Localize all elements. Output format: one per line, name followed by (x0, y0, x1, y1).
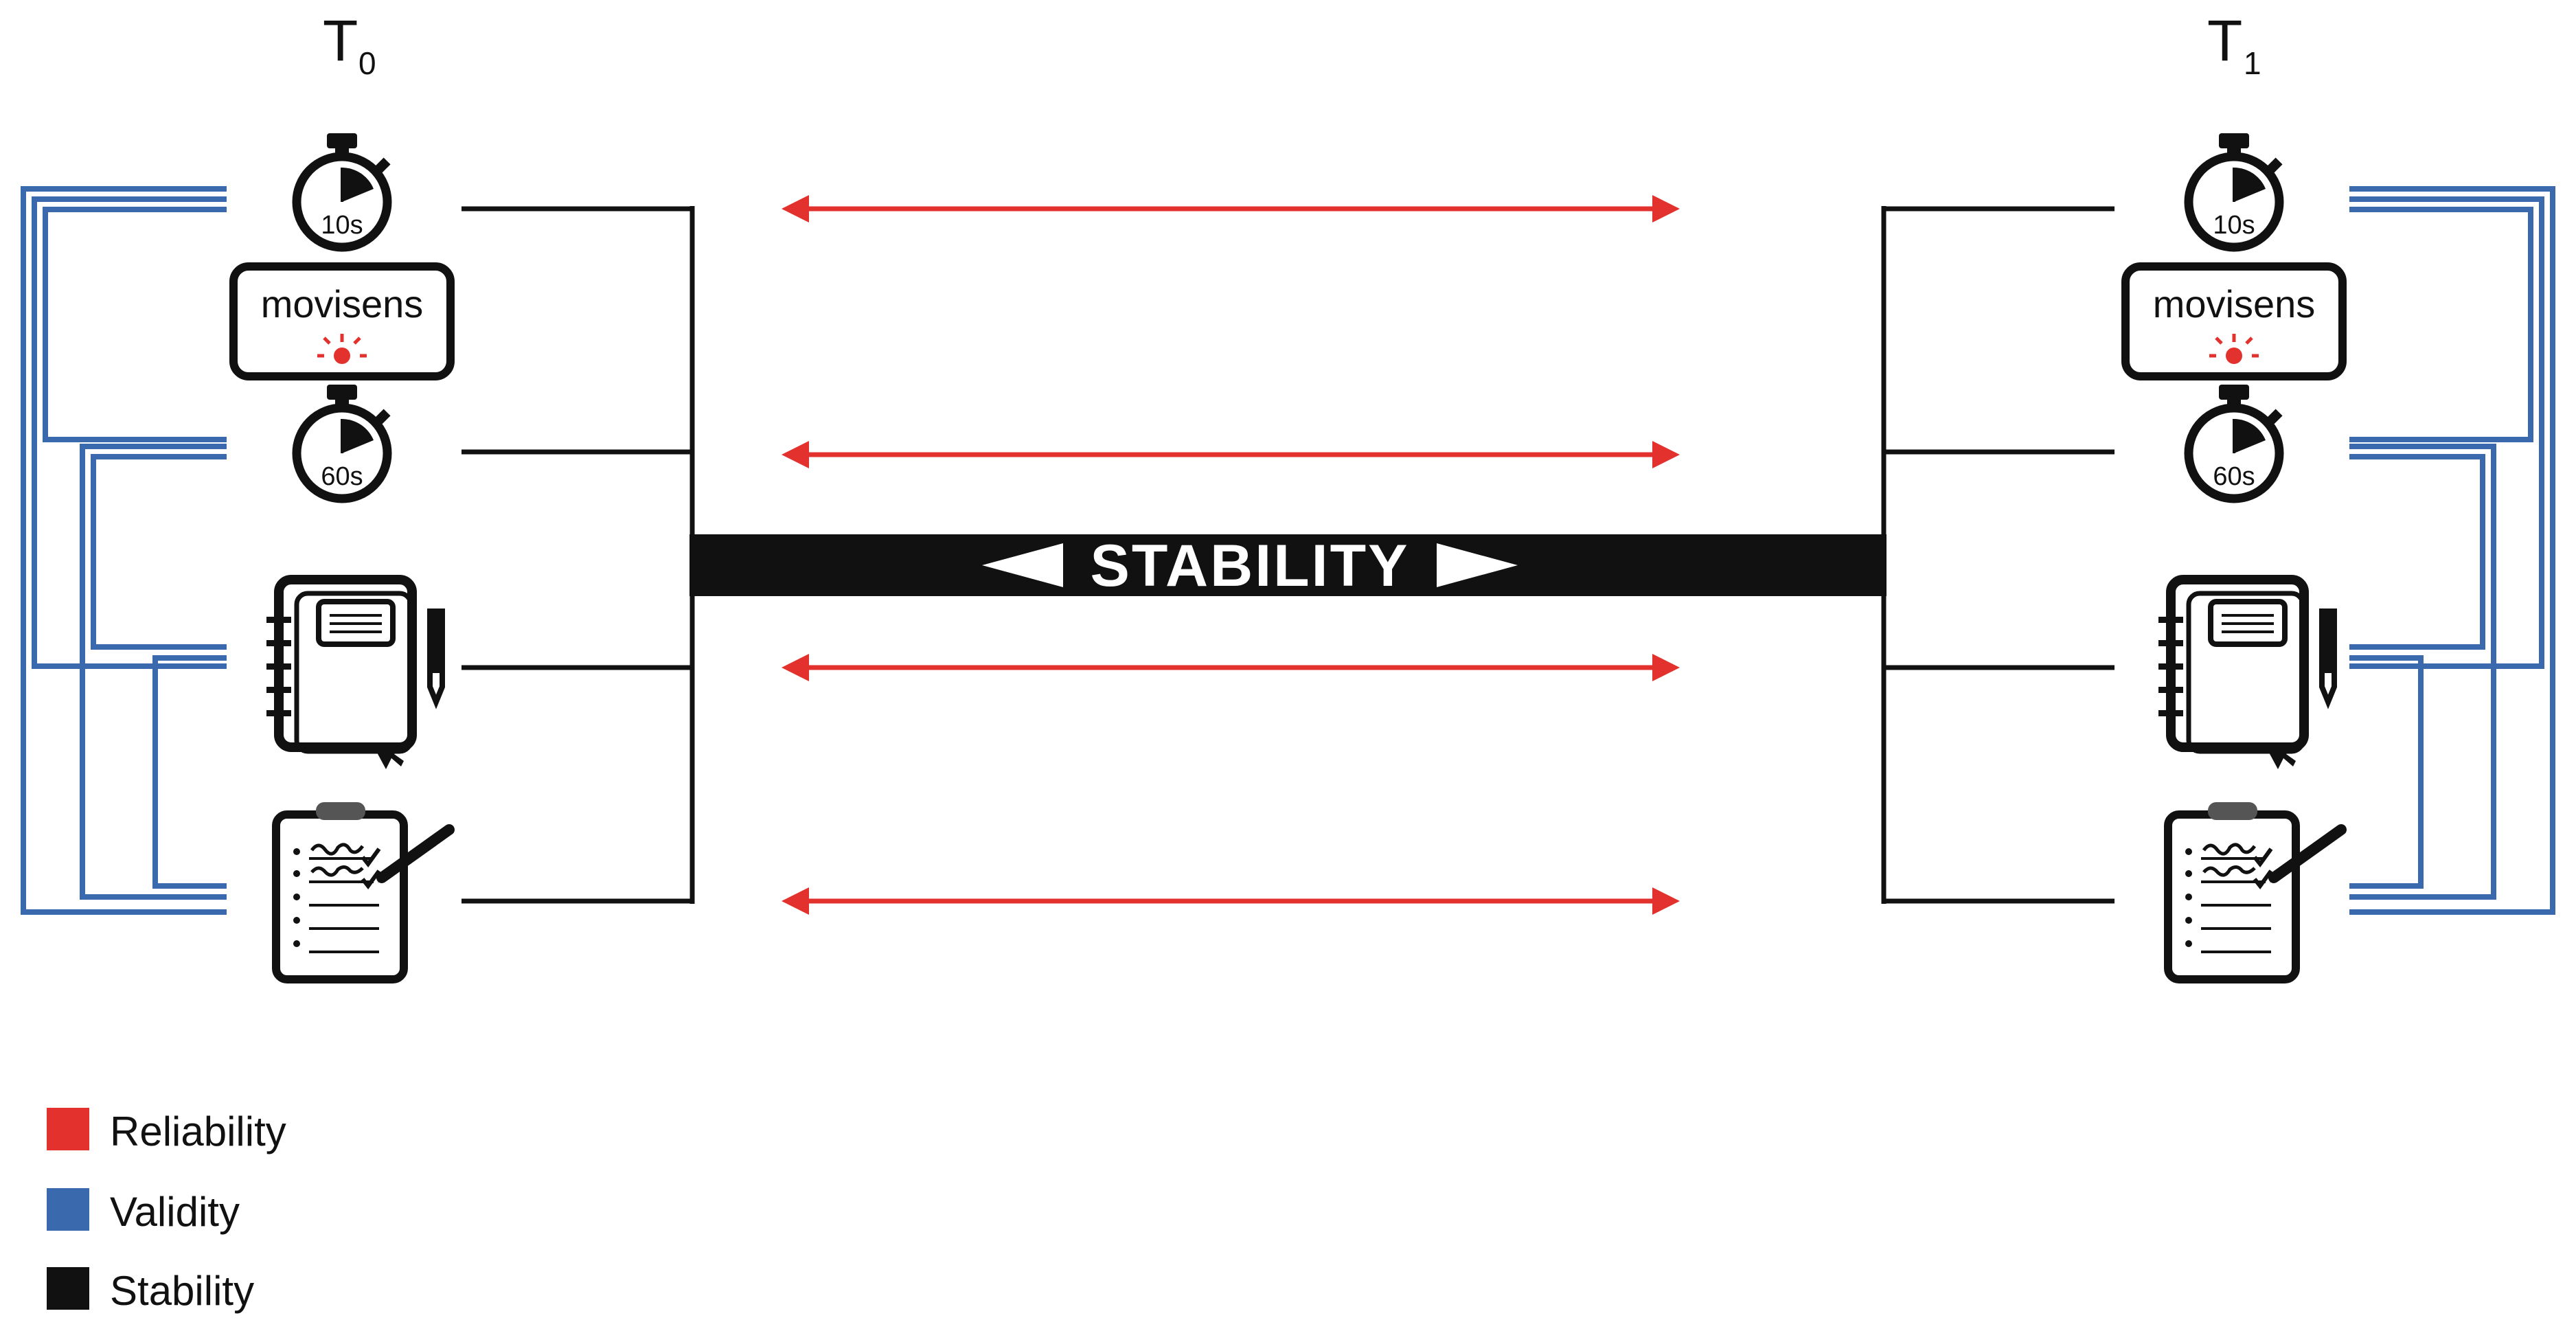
legend-item-stability: Stability (47, 1267, 254, 1314)
stopwatch-10s-icon: 10s (297, 133, 391, 247)
stability-bracket-left (461, 206, 695, 904)
validity-connectors-left (21, 186, 227, 915)
validity-connectors-right (2349, 186, 2555, 915)
clipboard-icon (2168, 802, 2341, 979)
legend-label: Validity (110, 1189, 240, 1235)
stability-arrow-right-icon (1437, 543, 1518, 587)
stopwatch-60s-icon: 60s (297, 385, 391, 499)
svg-text:movisens: movisens (261, 282, 424, 326)
legend-item-validity: Validity (47, 1188, 240, 1235)
legend: Reliability Validity Stability (47, 1108, 286, 1314)
stability-bar: STABILITY (689, 533, 1887, 599)
time-point-left-subscript: 0 (358, 45, 376, 81)
instruments-left: 10s movisens 60s (233, 133, 451, 979)
movisens-device-icon: movisens (233, 266, 451, 376)
clipboard-icon (276, 802, 449, 979)
svg-text:10s: 10s (321, 211, 363, 240)
movisens-device-icon: movisens (2125, 266, 2343, 376)
time-point-left-label: T (323, 8, 358, 73)
time-point-right-subscript: 1 (2244, 45, 2261, 81)
reliability-arrow-timer-long (782, 441, 1680, 468)
reliability-arrow-timer-short (782, 195, 1680, 223)
stability-bracket-right (1881, 206, 2115, 904)
svg-text:60s: 60s (2213, 462, 2255, 491)
legend-swatch (47, 1188, 89, 1231)
stability-arrow-left-icon (982, 543, 1063, 587)
notebook-icon (2158, 580, 2334, 769)
legend-swatch (47, 1267, 89, 1310)
instruments-right: 10s movisens 60s (2125, 133, 2343, 979)
reliability-arrows (782, 195, 1680, 915)
legend-label: Reliability (110, 1108, 286, 1154)
stability-label: STABILITY (1091, 533, 1410, 599)
svg-text:10s: 10s (2213, 211, 2255, 240)
time-point-right-label: T (2207, 8, 2242, 73)
reliability-arrow-notebook (782, 654, 1680, 681)
notebook-icon (266, 580, 442, 769)
stopwatch-60s-icon: 60s (2189, 385, 2283, 499)
stopwatch-10s-icon: 10s (2189, 133, 2283, 247)
reliability-arrow-clipboard (782, 887, 1680, 915)
svg-text:60s: 60s (321, 462, 363, 491)
legend-swatch (47, 1108, 89, 1150)
legend-item-reliability: Reliability (47, 1108, 286, 1154)
svg-text:movisens: movisens (2153, 282, 2316, 326)
legend-label: Stability (110, 1268, 254, 1314)
